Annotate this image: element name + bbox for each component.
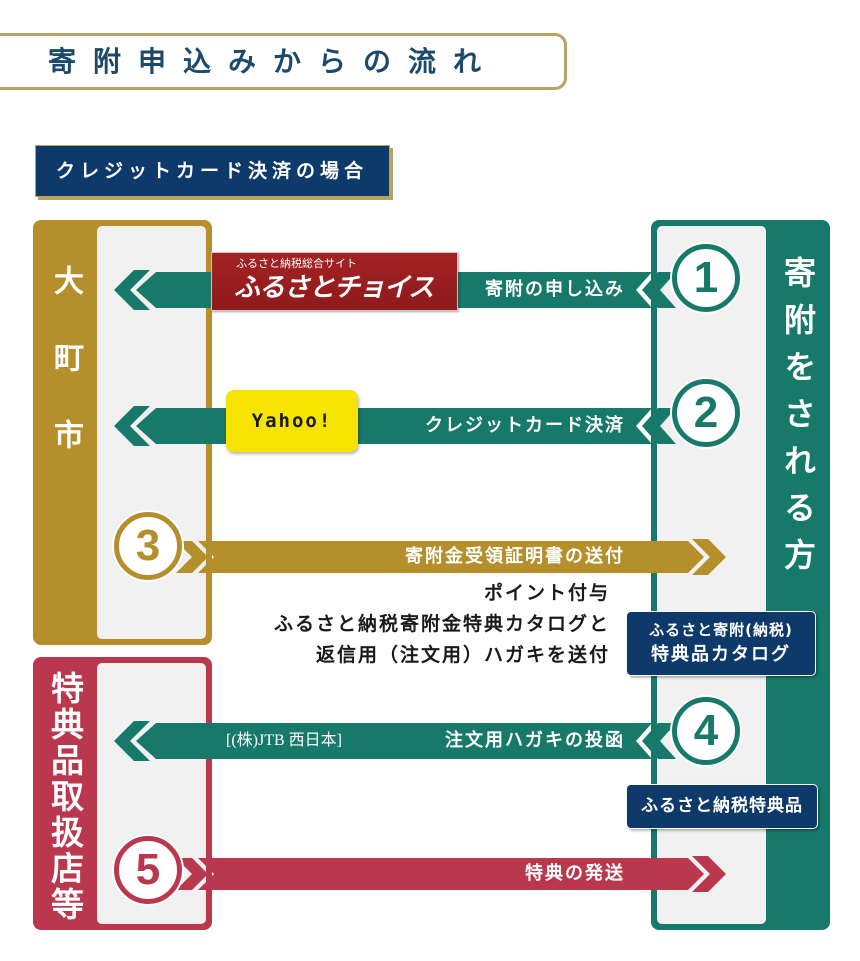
arrow-step-2-tail (642, 408, 676, 444)
step-5-label: 特典の発送 (525, 863, 625, 884)
furusato-choice-logo: ふるさと納税総合サイト ふるさとチョイス (211, 252, 458, 311)
step-2-label: クレジットカード決済 (425, 415, 625, 436)
arrow-step-1-tail (642, 272, 676, 308)
arrow-step-3-head (692, 539, 726, 575)
catalog-badge-line2: 特典品カタログ (651, 644, 791, 665)
arrow-step-3 (176, 539, 726, 575)
furusato-choice-tagline: ふるさと納税総合サイト (236, 257, 357, 270)
subtitle-text: クレジットカード決済の場合 (56, 160, 369, 182)
step-5-number: 5 (114, 836, 182, 904)
arrow-step-5-head (692, 856, 726, 892)
step-4-via-label: [(株)JTB 西日本] (226, 732, 342, 749)
note-line: ふるさと納税寄附金特典カタログと (273, 613, 610, 635)
subtitle-box: クレジットカード決済の場合 (35, 145, 390, 197)
step-3-notes: ポイント付与 ふるさと納税寄附金特典カタログと 返信用（注文用）ハガキを送付 (274, 578, 610, 671)
catalog-badge-line1: ふるさと寄附(納税) (649, 621, 793, 639)
page-title: 寄附申込みからの流れ (48, 45, 499, 78)
shops-label: 特典品取扱店等 (45, 671, 85, 923)
gift-badge: ふるさと納税特典品 (627, 785, 817, 828)
catalog-badge: ふるさと寄附(納税) 特典品カタログ (627, 612, 815, 675)
city-label: 大町市 (48, 265, 83, 496)
arrow-step-4 (114, 721, 676, 761)
title-banner: 寄附申込みからの流れ (0, 33, 567, 90)
step-1-number: 1 (672, 244, 740, 312)
step-1-label: 寄附の申し込み (485, 279, 625, 300)
arrow-step-4-bar (136, 723, 652, 759)
arrow-step-2-head (114, 406, 150, 446)
arrow-step-5 (176, 856, 726, 892)
step-2-number: 2 (672, 379, 740, 447)
arrow-step-3-bar (198, 541, 704, 573)
arrow-step-4-tail (642, 723, 676, 759)
city-label-wrap: 大町市 (33, 265, 97, 496)
step-3-label: 寄附金受領証明書の送付 (405, 546, 625, 567)
step-4-label: 注文用ハガキの投函 (445, 730, 625, 751)
furusato-choice-name: ふるさとチョイス (234, 273, 434, 303)
step-4-number: 4 (672, 697, 740, 765)
note-line: ポイント付与 (483, 582, 610, 604)
arrow-step-4-head (114, 721, 150, 761)
arrow-step-5-bar (198, 858, 704, 890)
step-3-number: 3 (114, 512, 182, 580)
shops-label-wrap: 特典品取扱店等 (33, 671, 97, 923)
note-line: 返信用（注文用）ハガキを送付 (315, 644, 610, 666)
arrow-step-5-tail (176, 858, 208, 890)
yahoo-logo-text: Yahoo! (251, 410, 333, 432)
arrow-step-1-head (114, 270, 150, 310)
arrow-step-3-tail (176, 541, 208, 573)
yahoo-logo: Yahoo! (226, 390, 358, 452)
donor-label-wrap: 寄附をされる方 (766, 256, 830, 585)
donor-label: 寄附をされる方 (779, 256, 817, 585)
